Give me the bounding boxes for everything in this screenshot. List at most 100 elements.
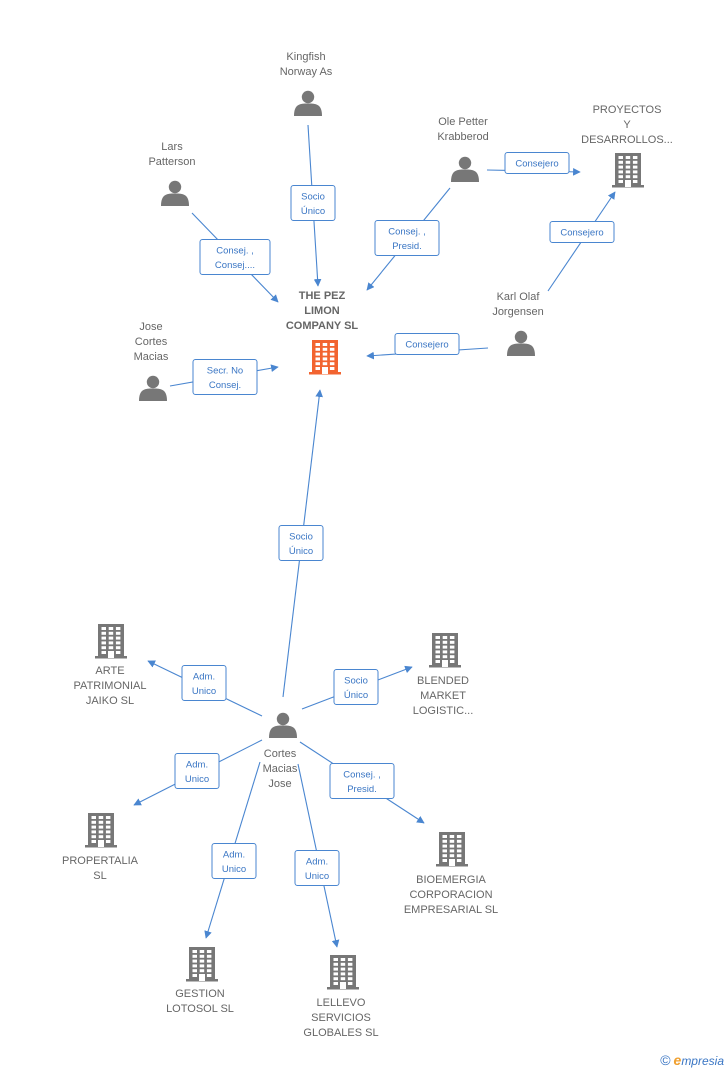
person-icon bbox=[507, 330, 535, 356]
person-icon bbox=[161, 180, 189, 206]
edge-bioemergia: Consej. , Presid. bbox=[299, 741, 425, 824]
relation-label[interactable]: Adm. Unico bbox=[181, 665, 227, 701]
relation-label-text: Socio bbox=[301, 192, 325, 203]
relation-label[interactable]: Adm.Unico bbox=[294, 850, 340, 886]
relation-label-text: Secr. No bbox=[207, 366, 243, 377]
node-label: SL bbox=[93, 870, 106, 882]
relation-label-text: Socio bbox=[344, 676, 368, 687]
brand-logo[interactable]: empresia bbox=[673, 1052, 724, 1068]
relation-label-box bbox=[199, 239, 271, 275]
relation-label[interactable]: Consej. , Consej.... bbox=[199, 239, 271, 275]
node-blended[interactable]: BLENDEDMARKETLOGISTIC... bbox=[413, 633, 474, 717]
relation-label-text: Consej. bbox=[209, 380, 241, 391]
relation-label-box bbox=[333, 669, 379, 705]
person-icon bbox=[451, 156, 479, 182]
node-label: LELLEVO bbox=[317, 997, 366, 1009]
relation-label-text: Único bbox=[289, 546, 313, 557]
node-label: DESARROLLOS... bbox=[581, 134, 673, 146]
relation-label-box bbox=[549, 221, 615, 243]
relation-label-text: Consejero bbox=[515, 159, 558, 170]
relation-label[interactable]: Consejero bbox=[549, 221, 615, 243]
edge-gestion: Adm.Unico bbox=[204, 761, 261, 939]
relation-label-text: Consej. , bbox=[216, 246, 254, 257]
relation-label-text: Unico bbox=[192, 686, 216, 697]
relation-label[interactable]: Consejero bbox=[504, 152, 570, 174]
node-label: COMPANY SL bbox=[286, 320, 359, 332]
building-icon bbox=[436, 832, 468, 867]
node-label: BLENDED bbox=[417, 675, 469, 687]
copyright-symbol: © bbox=[660, 1052, 671, 1068]
relation-label[interactable]: Consejero bbox=[394, 333, 460, 355]
relation-label-text: Socio bbox=[289, 532, 313, 543]
relation-label-text: Adm. bbox=[306, 857, 328, 868]
relation-label-text: Consej. , bbox=[343, 770, 381, 781]
relation-label-text: Unico bbox=[185, 774, 209, 785]
node-label: Jorgensen bbox=[492, 306, 543, 318]
relation-label[interactable]: Consej. ,Presid. bbox=[374, 220, 440, 256]
person-icon bbox=[269, 712, 297, 738]
relation-label-text: Adm. bbox=[193, 672, 215, 683]
relation-label[interactable]: Adm. Unico bbox=[174, 753, 220, 789]
node-label: GLOBALES SL bbox=[303, 1027, 378, 1039]
relation-label-text: Presid. bbox=[347, 784, 377, 795]
edge-karl-proy: Consejero bbox=[547, 191, 616, 292]
relation-label-text: Consejero bbox=[405, 340, 448, 351]
relation-label-box bbox=[329, 763, 395, 799]
node-proyectos[interactable]: PROYECTOSYDESARROLLOS... bbox=[581, 104, 673, 188]
building-icon bbox=[186, 947, 218, 982]
node-label: GESTION bbox=[175, 988, 225, 1000]
relation-label[interactable]: Adm.Unico bbox=[211, 843, 257, 879]
node-label: Macias bbox=[134, 351, 169, 363]
node-label: Ole Petter bbox=[438, 116, 488, 128]
edge-karl-pez: Consejero bbox=[366, 333, 489, 360]
relation-label-text: Consej. , bbox=[388, 227, 426, 238]
node-label: Macias bbox=[263, 763, 298, 775]
relation-label-box bbox=[278, 525, 324, 561]
relation-label[interactable]: Secr. No Consej. bbox=[192, 359, 258, 395]
relation-label[interactable]: Consej. , Presid. bbox=[329, 763, 395, 799]
edge-lars: Consej. , Consej.... bbox=[191, 212, 279, 303]
edge-propertalia: Adm. Unico bbox=[133, 739, 263, 806]
relation-label-box bbox=[211, 843, 257, 879]
node-label: Karl Olaf bbox=[497, 291, 541, 303]
node-label: EMPRESARIAL SL bbox=[404, 904, 498, 916]
edge-ole-pez: Consej. ,Presid. bbox=[366, 187, 451, 291]
node-label: Lars bbox=[161, 141, 183, 153]
node-label: PATRIMONIAL bbox=[74, 680, 147, 692]
relation-label-text: Consej.... bbox=[215, 260, 255, 271]
footer-brand: © empresia bbox=[660, 1052, 724, 1068]
relation-label-box bbox=[290, 185, 336, 221]
node-label: Jose bbox=[139, 321, 162, 333]
relation-label-text: Adm. bbox=[186, 760, 208, 771]
relation-label-box bbox=[374, 220, 440, 256]
node-label: BIOEMERGIA bbox=[416, 874, 486, 886]
relation-label-text: Adm. bbox=[223, 850, 245, 861]
node-bioemergia[interactable]: BIOEMERGIA CORPORACION EMPRESARIAL SL bbox=[404, 832, 498, 916]
relation-label-box bbox=[504, 152, 570, 174]
relation-label-text: Único bbox=[344, 690, 368, 701]
node-label: Patterson bbox=[148, 156, 195, 168]
edge-lellevo: Adm.Unico bbox=[294, 763, 340, 948]
node-label: CORPORACION bbox=[409, 889, 492, 901]
node-label: ARTE bbox=[95, 665, 124, 677]
building-icon bbox=[612, 153, 644, 188]
